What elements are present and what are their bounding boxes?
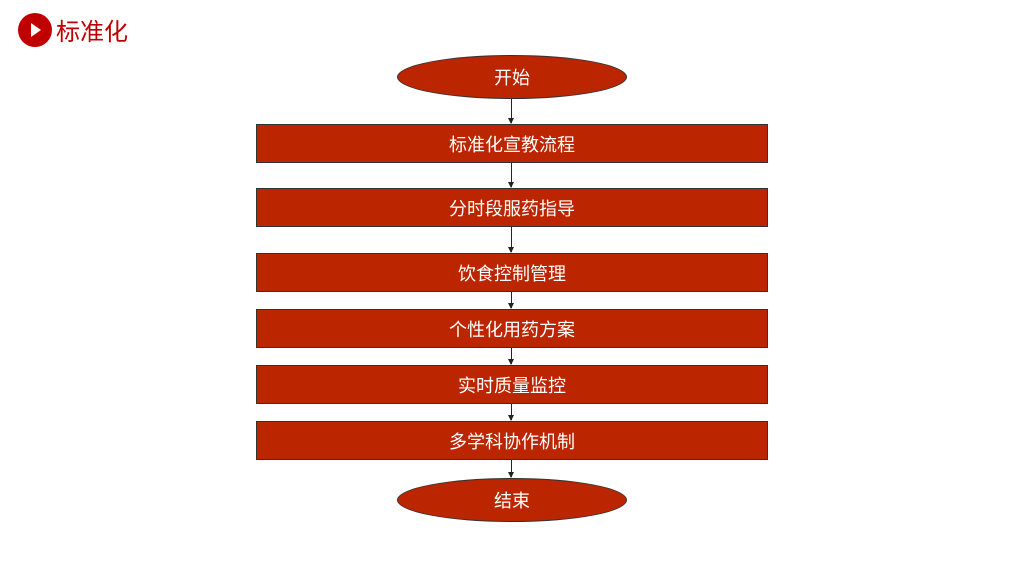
slide-title: 标准化 [18, 12, 128, 47]
step-6: 多学科协作机制 [256, 421, 768, 460]
step-2: 分时段服药指导 [256, 188, 768, 227]
start-node: 开始 [397, 55, 627, 99]
play-circle-icon [18, 12, 52, 47]
step-4: 个性化用药方案 [256, 309, 768, 348]
arrow [508, 99, 514, 124]
arrow [508, 460, 514, 478]
arrow [508, 348, 514, 365]
slide-title-text: 标准化 [56, 18, 128, 46]
step-3: 饮食控制管理 [256, 253, 768, 292]
arrow [508, 292, 514, 309]
arrow [508, 404, 514, 421]
step-1: 标准化宣教流程 [256, 124, 768, 163]
arrow [508, 227, 514, 253]
step-5: 实时质量监控 [256, 365, 768, 404]
arrow [508, 163, 514, 188]
end-node: 结束 [397, 478, 627, 522]
